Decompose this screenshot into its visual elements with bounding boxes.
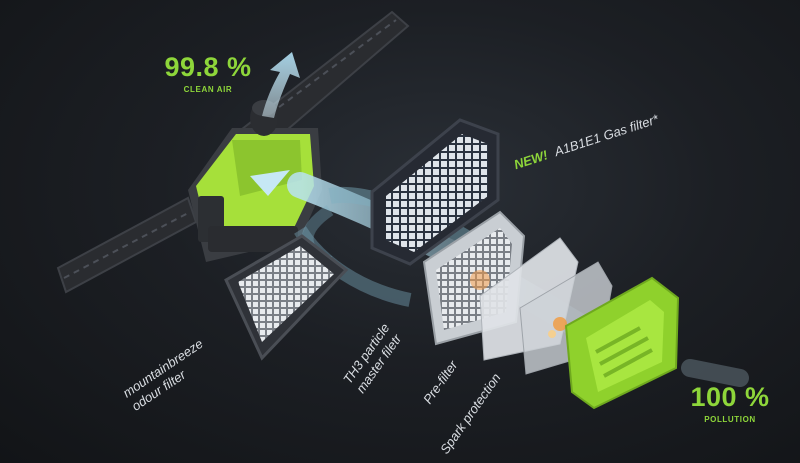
pollution-label: POLLUTION [704,415,756,424]
odour-filter [224,234,349,361]
polluted-air-stream [681,359,749,387]
pollution-value: 100 % [690,382,770,412]
clean-air-label: CLEAN AIR [183,85,233,94]
pollution-stat: 100 % POLLUTION [675,382,785,424]
clean-air-value: 99.8 % [164,52,252,82]
outer-cover [564,276,680,410]
clean-air-stat: 99.8 % CLEAN AIR [148,52,268,94]
clean-air-arrow [262,52,300,118]
blower-unit [188,100,322,262]
gas-filter [370,118,500,266]
